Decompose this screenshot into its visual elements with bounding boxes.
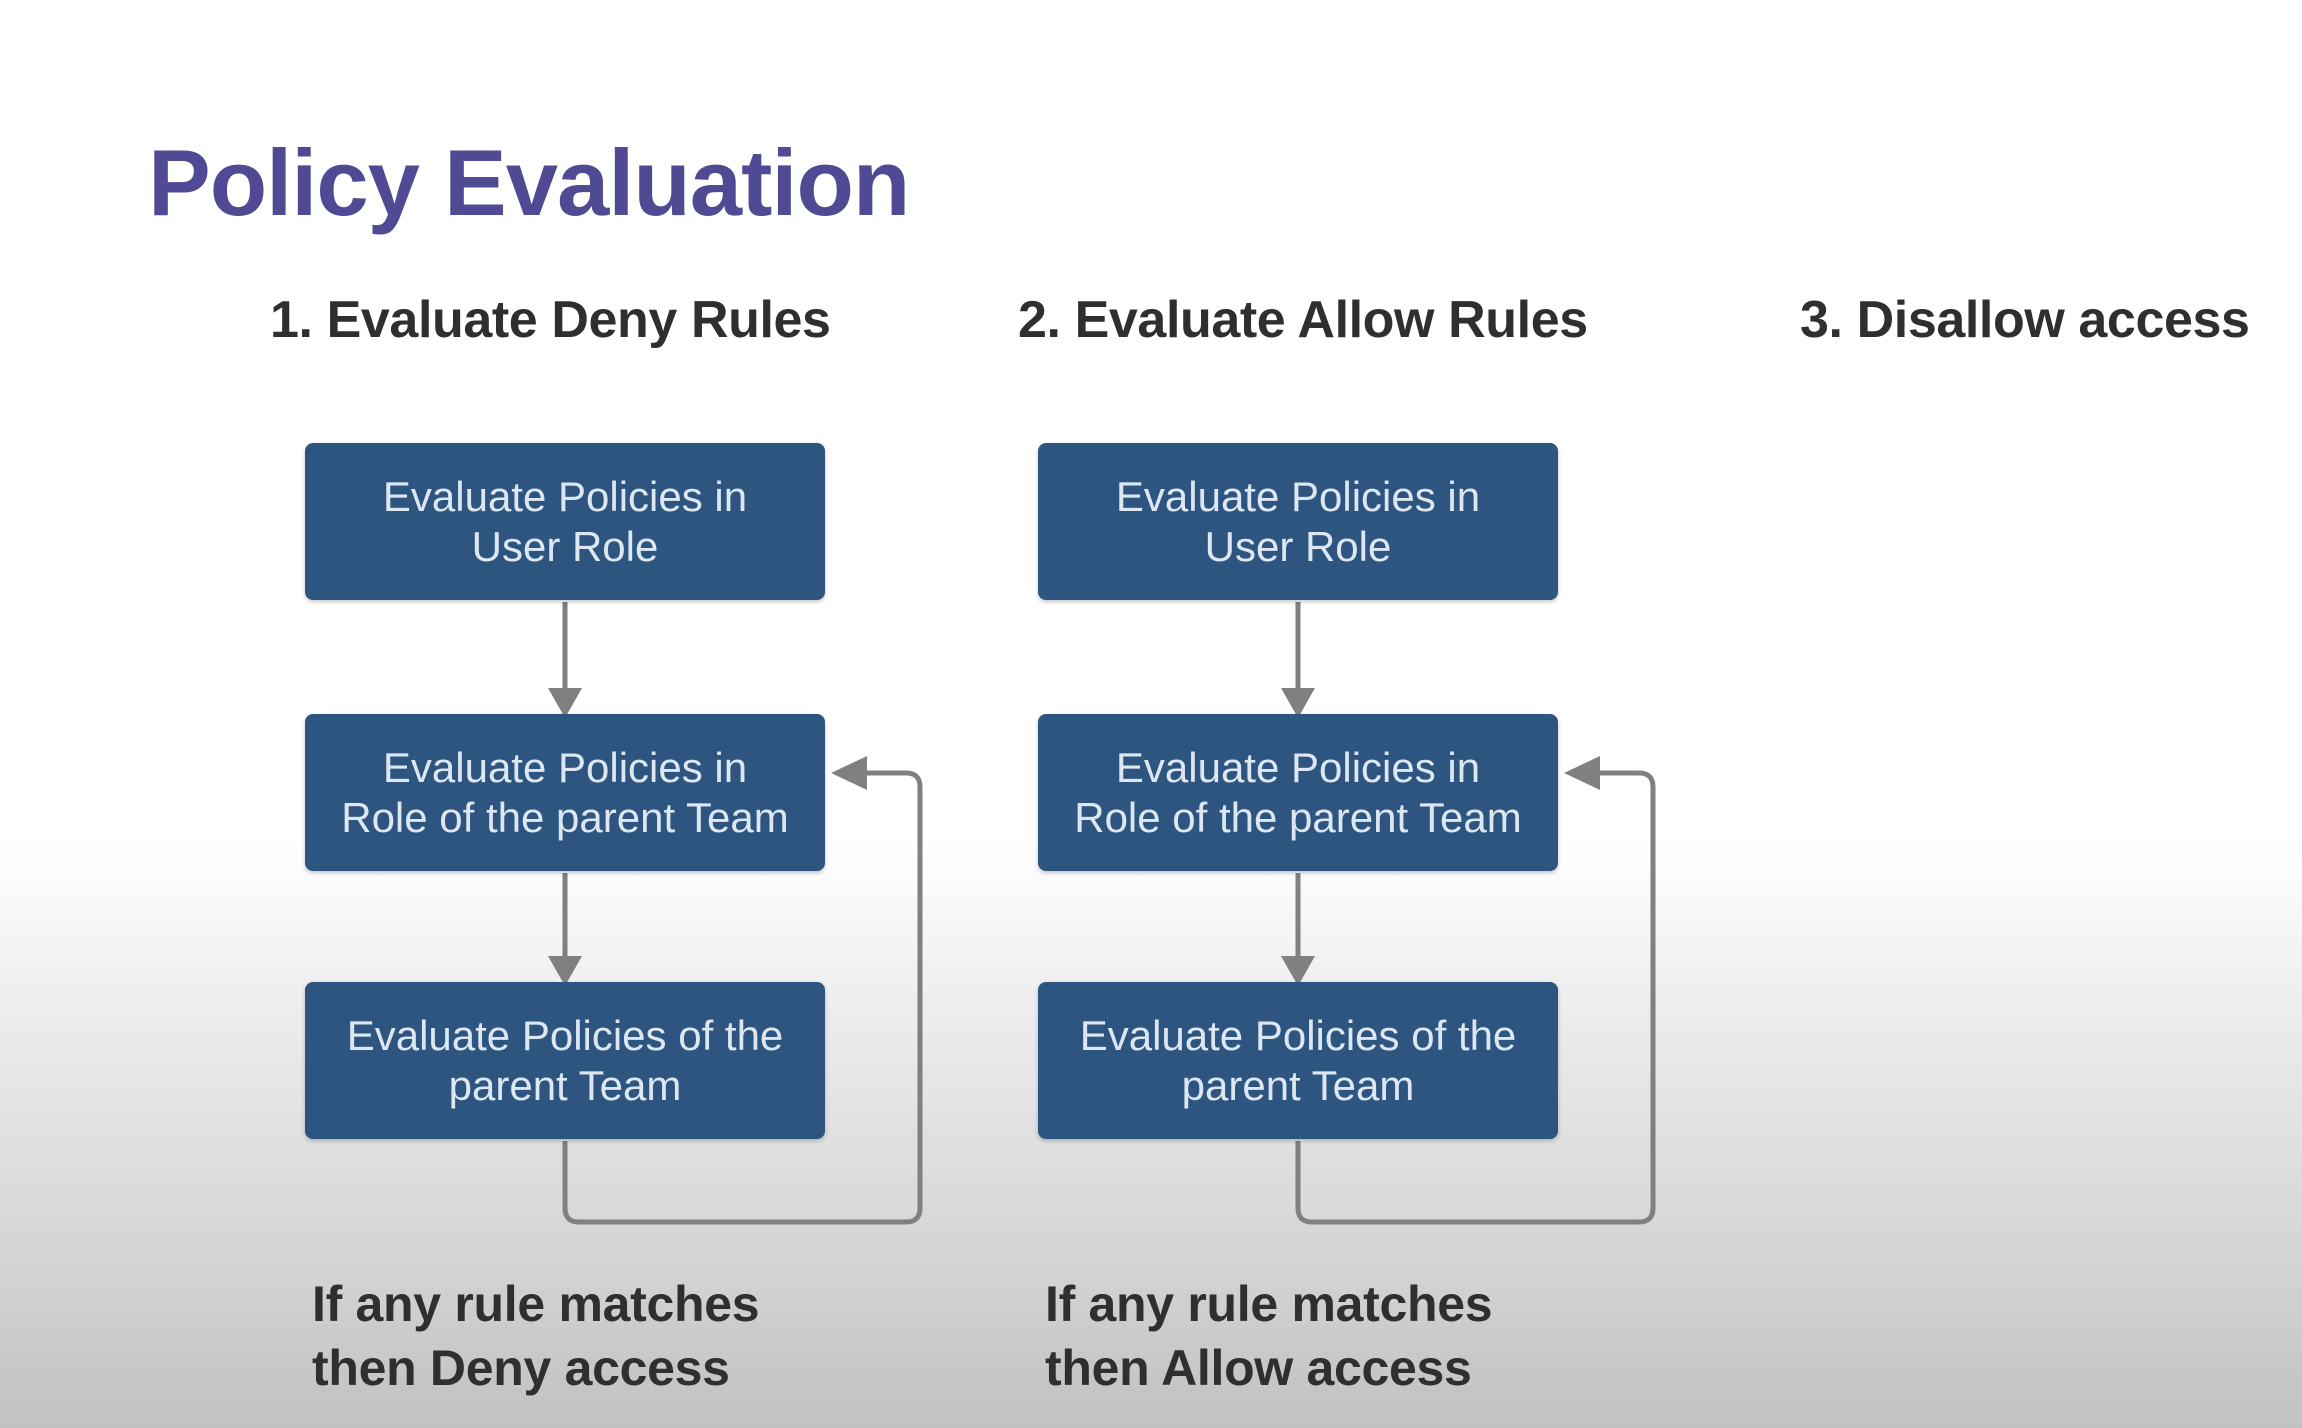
- flow-box-line2: Role of the parent Team: [341, 793, 789, 841]
- flow-box-line2: Role of the parent Team: [1074, 793, 1522, 841]
- flow-box-line1: Evaluate Policies of the: [1079, 1011, 1517, 1059]
- flow-box-line1: Evaluate Policies of the: [346, 1011, 784, 1059]
- flow-box-line2: parent Team: [1181, 1061, 1415, 1109]
- caption-line1: If any rule matches: [1045, 1276, 1493, 1332]
- caption-line2: then Deny access: [312, 1340, 730, 1396]
- caption-line2: then Allow access: [1045, 1340, 1472, 1396]
- flow-box-user-role[interactable]: Evaluate Policies in User Role: [305, 443, 825, 600]
- flow-box-line2: User Role: [1204, 522, 1392, 570]
- caption-allow: If any rule matches then Allow access: [1045, 1272, 1493, 1400]
- flow-box-parent-team[interactable]: Evaluate Policies of the parent Team: [305, 982, 825, 1139]
- column-header-allow: 2. Evaluate Allow Rules: [1018, 291, 1588, 349]
- flow-box-line2: parent Team: [448, 1061, 682, 1109]
- flow-box-line1: Evaluate Policies in: [1115, 472, 1481, 520]
- flowchart-column-allow: Evaluate Policies in User Role Evaluate …: [1038, 0, 1738, 1428]
- caption-line1: If any rule matches: [312, 1276, 760, 1332]
- column-header-disallow: 3. Disallow access: [1800, 291, 2250, 349]
- flow-box-parent-team-role[interactable]: Evaluate Policies in Role of the parent …: [305, 714, 825, 871]
- column-header-deny: 1. Evaluate Deny Rules: [270, 291, 831, 349]
- flow-box-user-role[interactable]: Evaluate Policies in User Role: [1038, 443, 1558, 600]
- flow-box-line1: Evaluate Policies in: [382, 472, 748, 520]
- flow-box-line2: User Role: [471, 522, 659, 570]
- flowchart-column-deny: Evaluate Policies in User Role Evaluate …: [305, 0, 1005, 1428]
- flow-box-line1: Evaluate Policies in: [1115, 743, 1481, 791]
- flow-box-parent-team-role[interactable]: Evaluate Policies in Role of the parent …: [1038, 714, 1558, 871]
- flow-box-parent-team[interactable]: Evaluate Policies of the parent Team: [1038, 982, 1558, 1139]
- caption-deny: If any rule matches then Deny access: [312, 1272, 760, 1400]
- page-title: Policy Evaluation: [148, 130, 910, 235]
- flow-box-line1: Evaluate Policies in: [382, 743, 748, 791]
